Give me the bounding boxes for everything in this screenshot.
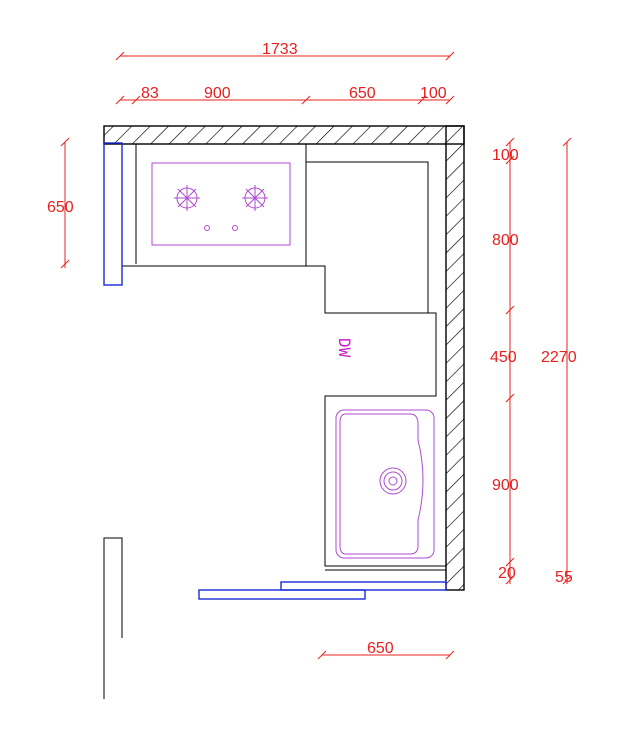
wall-top (103, 125, 465, 145)
dimension-top-segments (115, 95, 455, 105)
door-panel-bottom (280, 581, 447, 591)
burner-icon (242, 185, 268, 211)
dimension-top-total (115, 51, 455, 61)
dim-left-650: 650 (47, 199, 74, 216)
dim-100-top: 100 (420, 85, 447, 102)
partition-wall (103, 537, 123, 699)
dimension-right-segments (505, 137, 515, 585)
sink (335, 409, 435, 559)
window-left (103, 142, 123, 286)
dim-right-100: 100 (492, 147, 519, 164)
dim-total-width: 1733 (262, 41, 298, 58)
dishwasher-label: DW (335, 338, 354, 358)
cooktop (151, 162, 291, 246)
dim-bottom-650: 650 (367, 640, 394, 657)
dim-right-55: 55 (555, 569, 573, 586)
dim-right-450: 450 (490, 349, 517, 366)
drain-icon (379, 467, 407, 495)
dim-right-900: 900 (492, 477, 519, 494)
dim-total-height: 2270 (541, 349, 577, 366)
dim-650-top: 650 (349, 85, 376, 102)
wall-right (445, 125, 465, 591)
knob-icon (204, 225, 210, 231)
dim-right-800: 800 (492, 232, 519, 249)
knob-icon (232, 225, 238, 231)
dimension-right-total (562, 137, 572, 585)
dim-right-20: 20 (498, 565, 516, 582)
burner-icon (174, 185, 200, 211)
dim-83: 83 (141, 85, 159, 102)
dimension-left (60, 137, 70, 269)
countertop-outline (121, 144, 446, 571)
dimension-bottom (317, 650, 455, 660)
dim-900-top: 900 (204, 85, 231, 102)
door-panel-bottom (198, 589, 366, 600)
